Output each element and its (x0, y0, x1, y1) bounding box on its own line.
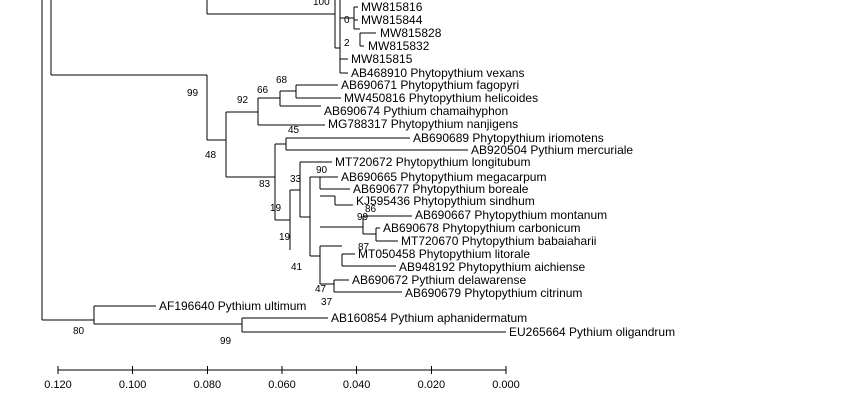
bootstrap-value: 19 (279, 232, 291, 243)
bootstrap-value: 100 (313, 0, 330, 8)
bootstrap-value: 48 (205, 150, 217, 161)
leaf-labels: MW815816MW815844MW815828MW815832MW815815… (159, 0, 675, 339)
bootstrap-value: 92 (237, 95, 249, 106)
leaf-label: AB468910 Phytopythium vexans (351, 66, 524, 80)
leaf-label: AF196640 Pythium ultimum (159, 299, 306, 313)
bootstrap-value: 33 (290, 174, 302, 185)
scale-tick-label: 0.040 (343, 379, 371, 391)
scale-tick-label: 0.020 (418, 379, 446, 391)
scale-tick-label: 0.100 (119, 379, 147, 391)
leaf-label: MW815815 (351, 52, 413, 66)
leaf-label: AB160854 Pythium aphanidermatum (331, 311, 527, 325)
leaf-label: AB690689 Phytopythium iriomotens (413, 131, 604, 145)
leaf-label: MW815844 (361, 13, 423, 27)
bootstrap-value: 47 (315, 284, 327, 295)
leaf-label: EU265664 Pythium oligandrum (509, 325, 675, 339)
bootstrap-value: 87 (358, 242, 370, 253)
bootstrap-value: 68 (276, 75, 288, 86)
leaf-label: AB690671 Phytopythium fagopyri (341, 78, 519, 92)
leaf-label: AB690672 Pythium delawarense (352, 273, 526, 287)
bootstrap-value: 19 (270, 203, 282, 214)
leaf-label: MW815832 (368, 39, 430, 53)
bootstrap-value: 45 (288, 125, 300, 136)
scale-tick-label: 0.080 (194, 379, 222, 391)
bootstrap-value: 99 (220, 336, 232, 347)
leaf-label: MT050458 Phytopythium litorale (358, 247, 530, 261)
bootstrap-value: 86 (365, 204, 377, 215)
leaf-label: MW815828 (380, 26, 442, 40)
bootstrap-value: 90 (316, 165, 328, 176)
bootstrap-value: 99 (187, 88, 199, 99)
bootstrap-value: 99 (357, 212, 369, 223)
leaf-label: AB948192 Phytopythium aichiense (399, 260, 585, 274)
bootstrap-value: 83 (259, 179, 271, 190)
bootstrap-value: 66 (257, 85, 269, 96)
leaf-label: AB690677 Phytopythium boreale (353, 182, 529, 196)
bootstrap-value: 2 (344, 38, 350, 49)
leaf-label: AB690667 Phytopythium montanum (415, 208, 607, 222)
bootstrap-values: 1000299686692454890338386991919874147378… (73, 0, 377, 347)
leaf-label: AB690665 Phytopythium megacarpum (341, 170, 546, 184)
leaf-label: AB920504 Pythium mercuriale (471, 143, 633, 157)
bootstrap-value: 37 (321, 297, 333, 308)
bootstrap-value: 0 (344, 15, 350, 26)
leaf-label: MT720672 Phytopythium longitubum (335, 155, 530, 169)
scale-tick-label: 0.060 (268, 379, 296, 391)
leaf-label: MW450816 Phytopythium helicoides (344, 91, 538, 105)
tree-branches (41, 0, 506, 333)
scale-axis: 0.120 0.100 0.080 0.060 0.040 0.020 0.000 (44, 366, 520, 391)
bootstrap-value: 80 (73, 326, 85, 337)
leaf-label: AB690678 Phytopythium carbonicum (383, 221, 580, 235)
scale-tick-label: 0.120 (44, 379, 72, 391)
leaf-label: MW815816 (361, 0, 423, 14)
leaf-label: AB690679 Phytopythium citrinum (405, 286, 582, 300)
leaf-label: KJ595436 Phytopythium sindhum (356, 194, 535, 208)
leaf-label: AB690674 Pythium chamaihyphon (324, 104, 508, 118)
leaf-label: MG788317 Phytopythium nanjigens (328, 117, 518, 131)
leaf-label: MT720670 Phytopythium babaiaharii (401, 234, 596, 248)
bootstrap-value: 41 (291, 262, 303, 273)
scale-tick-label: 0.000 (492, 379, 520, 391)
